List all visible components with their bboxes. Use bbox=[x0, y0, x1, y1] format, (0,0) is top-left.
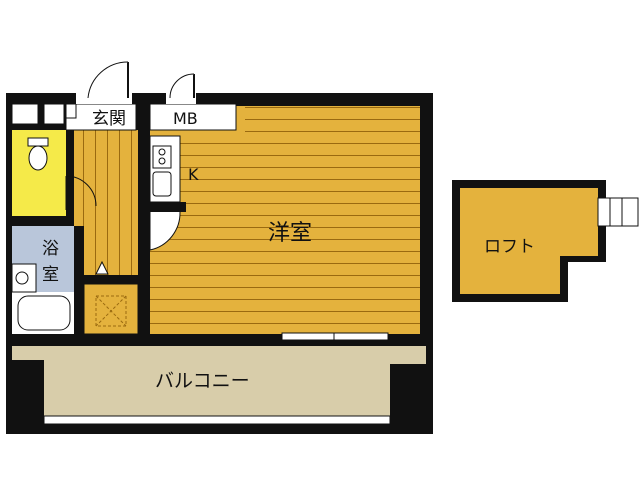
mb-door bbox=[166, 73, 196, 104]
window-south bbox=[281, 332, 389, 341]
loft bbox=[452, 180, 639, 302]
bathtub-icon bbox=[17, 295, 71, 331]
bath-label-bottom: 室 bbox=[42, 265, 59, 285]
balcony bbox=[6, 340, 433, 434]
western-room-label: 洋室 bbox=[268, 221, 312, 246]
entrance-label: 玄関 bbox=[92, 109, 126, 129]
loft-label: ロフト bbox=[484, 237, 535, 257]
balcony-label: バルコニー bbox=[155, 370, 250, 392]
western-room bbox=[150, 106, 420, 334]
entrance-door bbox=[76, 61, 132, 104]
toilet-room bbox=[12, 130, 97, 216]
mb-closet bbox=[149, 103, 237, 131]
loft-ladder-icon bbox=[597, 197, 639, 227]
kitchen-area bbox=[149, 135, 181, 203]
storage-top-left bbox=[11, 103, 39, 125]
mb-label: MB bbox=[173, 109, 198, 128]
hallway bbox=[74, 130, 138, 275]
kitchen-label: K bbox=[188, 165, 199, 184]
sink-icon bbox=[152, 171, 172, 197]
bathroom bbox=[11, 226, 74, 334]
laundry-space bbox=[83, 260, 139, 335]
stove-icon bbox=[152, 145, 172, 169]
bath-label-top: 浴 bbox=[42, 239, 59, 259]
storage-top-left-2 bbox=[43, 103, 65, 125]
toilet-icon bbox=[27, 137, 49, 147]
